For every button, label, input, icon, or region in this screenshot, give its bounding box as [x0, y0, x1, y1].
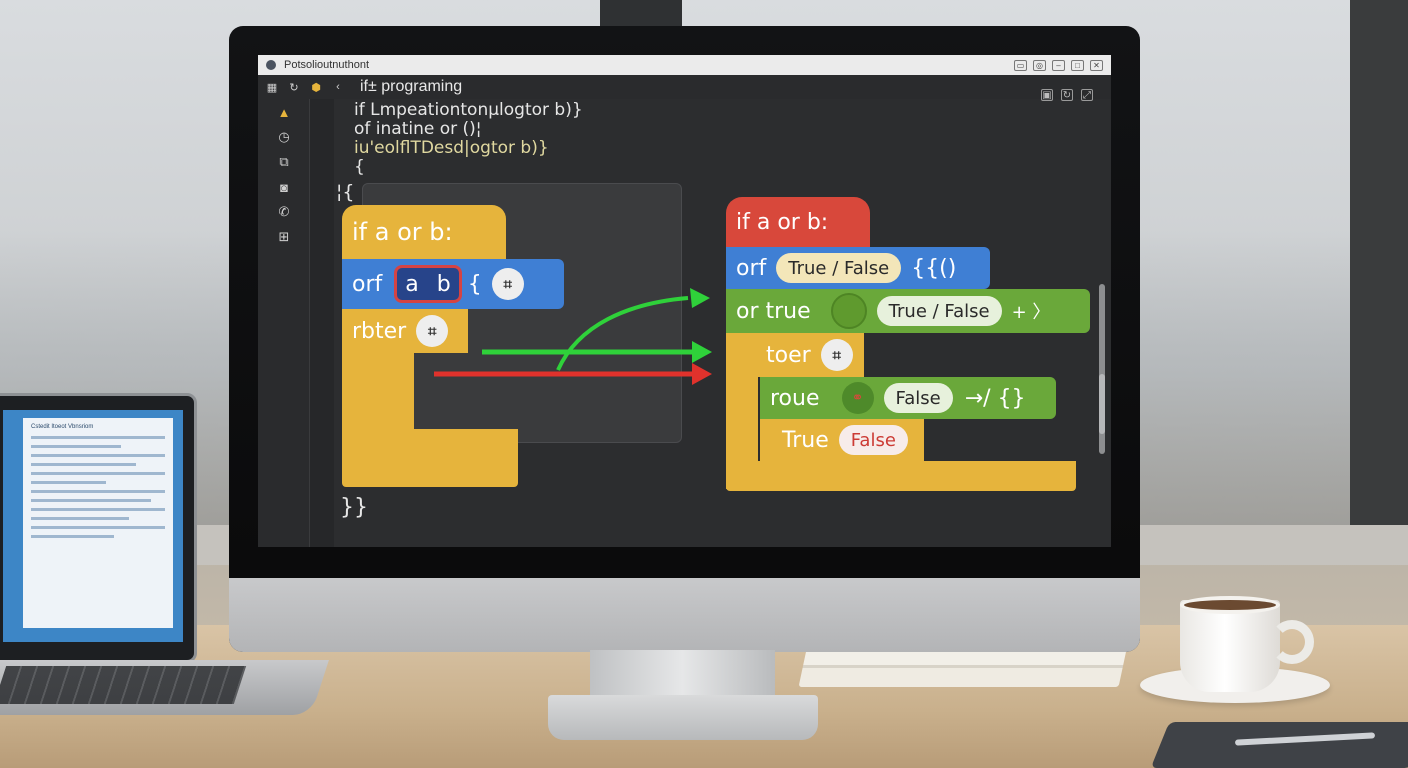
or-block-label: orf: [352, 271, 383, 297]
row-label: True: [782, 427, 829, 453]
or-block-brace: {: [467, 271, 482, 297]
code-line: iu'eolflTDesd|ogtor b)}: [354, 138, 549, 158]
row-suffix: + 〉: [1011, 302, 1051, 323]
open-brace: ¦{: [336, 181, 355, 203]
extensions-icon[interactable]: ⊞: [278, 229, 290, 244]
inner-block[interactable]: rbter ⌗: [342, 309, 468, 353]
block-c-bottom: [342, 429, 518, 487]
close-icon[interactable]: ✕: [1090, 59, 1103, 71]
hash-badge[interactable]: ⌗: [416, 315, 449, 347]
toggle-circle[interactable]: [830, 293, 867, 329]
pin-icon[interactable]: ▭: [1014, 59, 1027, 71]
code-line: if Lmpeationtonµlogtor b)}: [354, 100, 583, 120]
hexagon-icon[interactable]: ⬢: [311, 81, 321, 94]
row-label: or true: [736, 298, 811, 324]
straight-green-arrowhead: [692, 341, 712, 363]
red-arrowhead: [692, 363, 712, 385]
camera-icon[interactable]: ◙: [280, 179, 288, 195]
settings-icon[interactable]: ◎: [1033, 59, 1046, 71]
hash-badge[interactable]: ⌗: [820, 339, 853, 371]
refresh-icon[interactable]: ↻: [289, 81, 299, 94]
maximize-icon[interactable]: □: [1071, 59, 1084, 71]
grid-icon[interactable]: ▦: [266, 81, 278, 94]
minimize-icon[interactable]: –: [1052, 59, 1065, 71]
hash-badge[interactable]: ⌗: [491, 268, 524, 300]
block-c-arm: [342, 353, 414, 429]
if-block-header[interactable]: if a or b:: [726, 197, 870, 247]
or-true-block[interactable]: or true True / False + 〉: [726, 289, 1090, 333]
link-toggle-icon[interactable]: ⚭: [841, 382, 874, 414]
laptop: Cstedit Itoeot Vbnsriom: [0, 393, 197, 663]
files-icon[interactable]: ⧉: [279, 154, 289, 169]
mug-handle: [1270, 620, 1314, 664]
vertical-scrollbar[interactable]: [1099, 284, 1105, 454]
row-suffix: →/ {}: [964, 385, 1026, 411]
false-pill[interactable]: False: [838, 425, 908, 455]
warning-icon[interactable]: ▲: [277, 104, 291, 120]
window-title: Potsolioutnuthont: [284, 59, 370, 71]
app-icon: [266, 60, 276, 70]
false-pill[interactable]: False: [883, 383, 953, 413]
refresh-icon[interactable]: ↻: [1061, 89, 1073, 101]
editor-toolbar: ▦ ↻ ⬢ ‹ if± programing ▣ ↻ ⤢: [258, 75, 1111, 101]
split-view-icon[interactable]: ▣: [1041, 89, 1053, 101]
phone-icon[interactable]: ✆: [278, 204, 290, 219]
scrollbar-thumb[interactable]: [1099, 374, 1105, 434]
coffee-surface: [1180, 596, 1280, 614]
clock-icon[interactable]: ◷: [278, 129, 290, 144]
laptop-keyboard: [0, 666, 247, 704]
coffee-mug: [1180, 600, 1280, 692]
toer-block[interactable]: toer ⌗: [726, 333, 864, 377]
window-titlebar: Potsolioutnuthont ▭ ◎ – □ ✕: [258, 55, 1111, 75]
operand-slot[interactable]: a b: [394, 265, 462, 303]
row-label: roue: [770, 385, 820, 411]
row-suffix: {{(): [911, 255, 957, 281]
if-block-label: if a or b:: [736, 209, 829, 235]
curved-green-arrowhead: [690, 288, 710, 308]
laptop-document-panel: Cstedit Itoeot Vbnsriom: [23, 418, 173, 628]
if-block-header[interactable]: if a or b:: [342, 205, 506, 259]
file-title: if± programing: [360, 78, 463, 95]
laptop-screen-title: Cstedit Itoeot Vbnsriom: [31, 424, 94, 430]
line-gutter: [310, 99, 334, 547]
true-block[interactable]: True False: [760, 419, 924, 461]
code-line: of inatine or ()¦: [354, 119, 482, 139]
code-text[interactable]: if Lmpeationtonµlogtor b)} of inatine or…: [354, 101, 583, 177]
editor-screen: Potsolioutnuthont ▭ ◎ – □ ✕ ▦ ↻ ⬢ ‹ if± …: [258, 55, 1111, 547]
block-c-bottom: [726, 461, 1076, 491]
laptop-screen: Cstedit Itoeot Vbnsriom: [3, 410, 183, 642]
notebook: [1150, 722, 1408, 768]
true-false-pill[interactable]: True / False: [876, 296, 1002, 326]
close-brace: }}: [340, 495, 368, 520]
window-frame: [1350, 0, 1408, 560]
monitor-stand: [590, 650, 775, 700]
expand-icon[interactable]: ⤢: [1081, 89, 1093, 101]
operand-b: b: [436, 271, 451, 297]
monitor-chin: [229, 578, 1140, 652]
operand-a: a: [405, 271, 419, 297]
back-icon[interactable]: ‹: [336, 81, 340, 93]
code-line: {: [354, 157, 365, 177]
row-label: orf: [736, 255, 767, 281]
true-false-pill[interactable]: True / False: [776, 253, 902, 283]
activity-sidebar: ▲ ◷ ⧉ ◙ ✆ ⊞: [258, 99, 310, 547]
row-label: toer: [766, 342, 811, 368]
inner-block-label: rbter: [352, 318, 407, 344]
or-block[interactable]: orf a b { ⌗: [342, 259, 564, 309]
if-block-label: if a or b:: [352, 218, 453, 246]
roue-block[interactable]: roue ⚭ False →/ {}: [760, 377, 1056, 419]
or-true-false-block[interactable]: orf True / False {{(): [726, 247, 990, 289]
monitor-stand-foot: [548, 695, 818, 740]
